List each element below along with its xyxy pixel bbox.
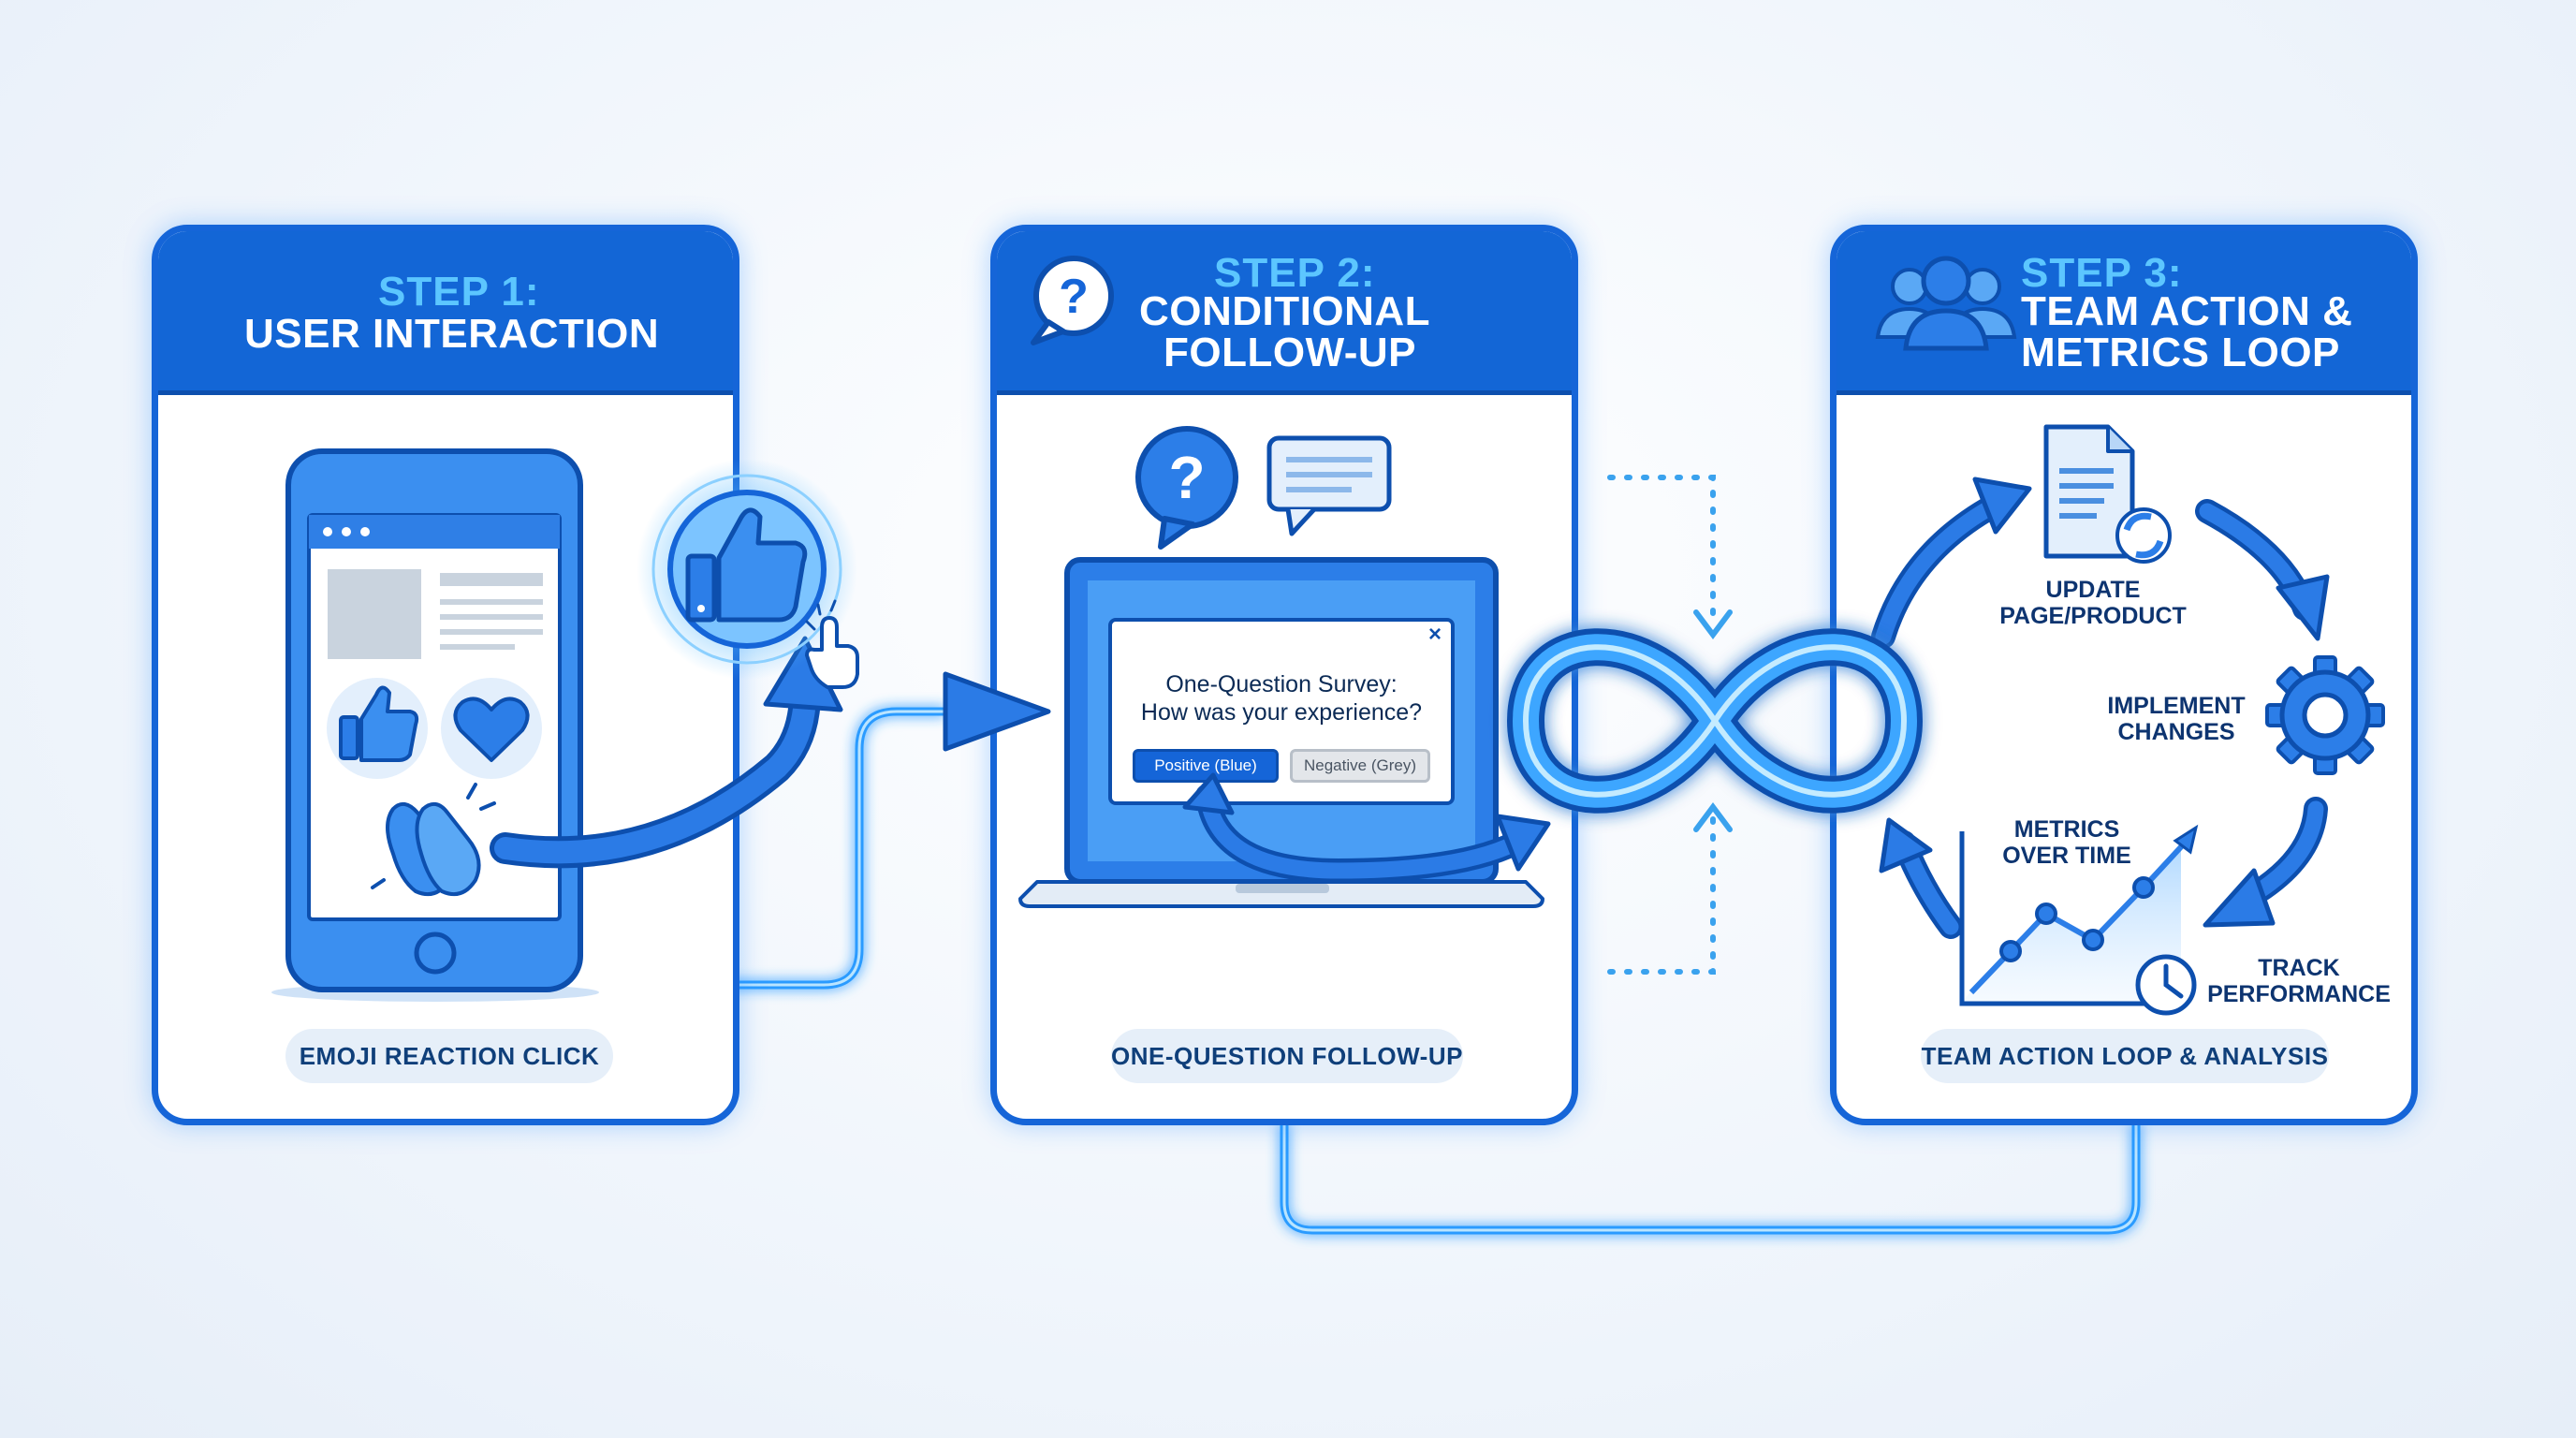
dotted-connector-bottom (1607, 812, 1716, 975)
infinity-loop-icon (1506, 628, 1924, 814)
chat-bubble-icon (1266, 435, 1392, 536)
dotted-connector-top (1607, 475, 1716, 630)
heart-icon (441, 678, 542, 779)
close-icon[interactable]: × (1427, 622, 1442, 647)
team-icon (1875, 256, 2017, 351)
clock-icon (2135, 954, 2197, 1016)
implement-label-line1: IMPLEMENT (2107, 693, 2246, 719)
step1-title: USER INTERACTION (244, 311, 660, 357)
line-chart-icon (1959, 824, 2199, 1006)
gear-icon (2265, 655, 2385, 775)
implement-label-line2: CHANGES (2117, 719, 2235, 745)
step1-to-step2-arrowhead (943, 671, 1051, 752)
question-bubble-large-icon: ? (1135, 426, 1238, 550)
step1-label: STEP 1: (378, 269, 540, 315)
thumbs-up-icon (327, 678, 428, 779)
step3-title-line2: METRICS LOOP (2021, 330, 2340, 375)
update-label-line1: UPDATE (2045, 577, 2141, 603)
step1-header: STEP 1: USER INTERACTION (158, 231, 733, 395)
step1-caption: EMOJI REACTION CLICK (285, 1029, 613, 1083)
metrics-label-line2: OVER TIME (2002, 843, 2131, 869)
pointer-hand-icon (805, 599, 859, 689)
cycle-arrow-up (1871, 493, 2006, 649)
survey-dialog: × One-Question Survey: How was your expe… (1108, 618, 1455, 805)
negative-button[interactable]: Negative (Grey) (1290, 749, 1430, 783)
step2-caption: ONE-QUESTION FOLLOW-UP (1111, 1029, 1463, 1083)
step2-title-line1: CONDITIONAL (1139, 288, 1431, 334)
metrics-label: METRICS OVER TIME (1992, 816, 2142, 869)
step3-header: STEP 3: TEAM ACTION & METRICS LOOP (1837, 231, 2411, 395)
document-refresh-icon (2043, 424, 2172, 564)
positive-button[interactable]: Positive (Blue) (1133, 749, 1279, 783)
step2-title-line2: FOLLOW-UP (1164, 330, 1417, 375)
step3-caption: TEAM ACTION LOOP & ANALYSIS (1921, 1029, 2329, 1083)
svg-text:?: ? (1059, 270, 1089, 324)
track-label-line2: PERFORMANCE (2207, 981, 2391, 1007)
update-label-line2: PAGE/PRODUCT (1999, 603, 2187, 629)
svg-text:?: ? (1168, 444, 1205, 511)
step3-title-line1: TEAM ACTION & (2021, 288, 2353, 334)
survey-question-line2: How was your experience? (1140, 699, 1423, 726)
step2-label: STEP 2: (1214, 250, 1376, 296)
reaction-thumbs-up-button[interactable] (637, 459, 857, 680)
track-label-line1: TRACK (2258, 955, 2340, 981)
clapping-hands-icon (371, 783, 496, 896)
implement-label: IMPLEMENT CHANGES (2097, 693, 2256, 745)
question-bubble-icon: ? (1031, 256, 1114, 345)
survey-question: One-Question Survey: How was your experi… (1112, 670, 1451, 726)
survey-question-line1: One-Question Survey: (1165, 671, 1398, 697)
metrics-label-line1: METRICS (2013, 816, 2120, 843)
step3-label: STEP 3: (2021, 250, 2183, 296)
update-label: UPDATE PAGE/PRODUCT (1999, 577, 2187, 629)
track-label: TRACK PERFORMANCE (2196, 955, 2402, 1007)
